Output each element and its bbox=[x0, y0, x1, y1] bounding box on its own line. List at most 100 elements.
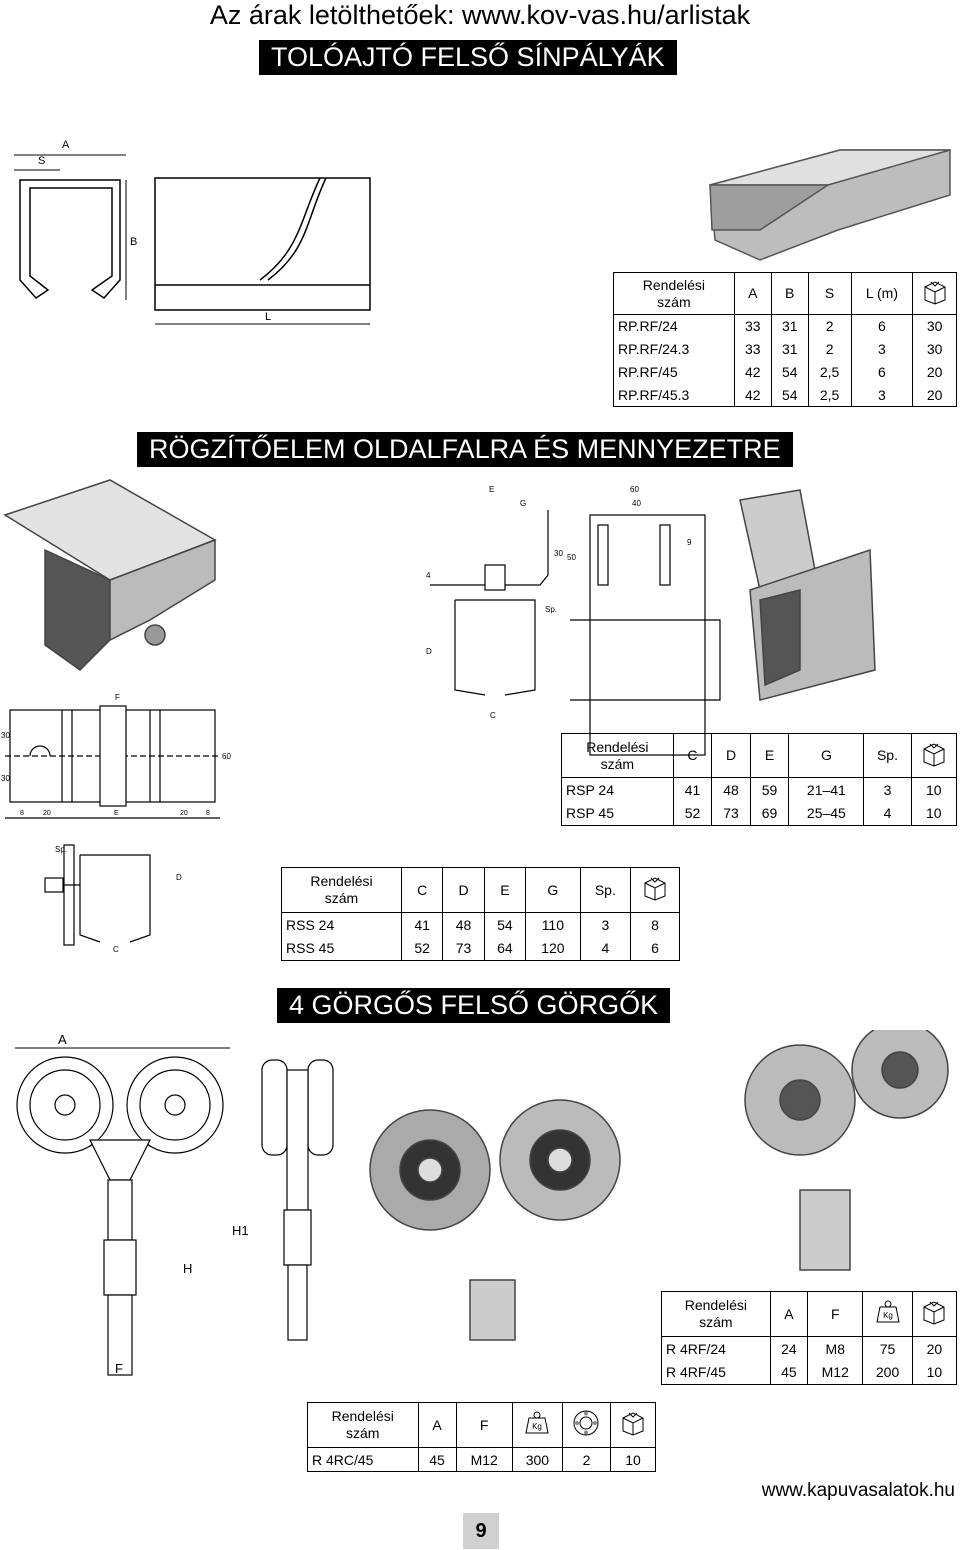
dim-a2-label: A bbox=[58, 1032, 67, 1047]
package-icon bbox=[911, 1291, 958, 1337]
dim-8b-label: 8 bbox=[206, 810, 210, 817]
dim-e2-label: E bbox=[114, 810, 119, 817]
col-sp-header: Sp. bbox=[579, 867, 632, 913]
col-a-header: A bbox=[769, 1291, 809, 1337]
roller-drawings: A H1 H F bbox=[15, 1030, 949, 1376]
dim-30-label: 30 bbox=[554, 549, 563, 558]
svg-text:Kg: Kg bbox=[883, 1311, 893, 1320]
dim-20a-label: 20 bbox=[43, 810, 51, 817]
col-d-header: D bbox=[711, 733, 751, 778]
wall-bracket-3d-image bbox=[3, 479, 217, 671]
bearing-icon bbox=[561, 1402, 612, 1448]
dim-l-label: L bbox=[265, 311, 271, 323]
dim-sp-label: Sp. bbox=[545, 605, 557, 614]
dim-30b-label: 30 bbox=[1, 774, 10, 783]
col-a-header: A bbox=[417, 1402, 457, 1448]
dim-8a-label: 8 bbox=[20, 810, 24, 817]
page-number: 9 bbox=[463, 1513, 499, 1549]
dim-h1-label: H1 bbox=[232, 1223, 249, 1238]
prices-link-text: Az árak letölthetőek: www.kov-vas.hu/arl… bbox=[209, 0, 751, 30]
dim-4-label: 4 bbox=[426, 571, 431, 580]
dim-e-label: E bbox=[489, 485, 494, 494]
col-d-header: D bbox=[442, 867, 485, 913]
weight-icon: Kg bbox=[511, 1402, 563, 1448]
rail-profile-drawing bbox=[14, 154, 127, 300]
dim-c-label: C bbox=[490, 711, 496, 720]
col-f-header: F bbox=[455, 1402, 513, 1448]
section-title-rails: TOLÓAJTÓ FELSŐ SÍNPÁLYÁK bbox=[259, 40, 677, 75]
col-g-header: G bbox=[788, 733, 865, 778]
dim-d-label: D bbox=[426, 647, 432, 656]
dim-20b-label: 20 bbox=[180, 810, 188, 817]
footer-website: www.kapuvasalatok.hu bbox=[761, 1480, 955, 1501]
dim-h-label: H bbox=[183, 1261, 192, 1276]
col-l-header: L (m) bbox=[850, 272, 914, 315]
col-e-header: E bbox=[483, 867, 527, 913]
col-e-header: E bbox=[749, 733, 790, 778]
dim-40-label: 40 bbox=[632, 499, 641, 508]
rail-3d-image bbox=[709, 149, 951, 261]
dim-f-label: F bbox=[115, 693, 120, 702]
dim-sp2-label: Sp. bbox=[55, 845, 67, 854]
rss-drawing: Sp. D C bbox=[44, 844, 182, 954]
col-a-header: A bbox=[733, 272, 772, 315]
col-c-header: C bbox=[672, 733, 713, 778]
package-icon bbox=[630, 867, 680, 913]
mount-drawings: E G 60 40 30 50 9 4 Sp. D C F 30 30 60 8… bbox=[1, 479, 876, 819]
package-icon bbox=[912, 272, 957, 315]
dim-s-label: S bbox=[38, 155, 45, 167]
col-b-header: B bbox=[770, 272, 809, 315]
mount-technical-drawing bbox=[430, 510, 721, 756]
top-plan-drawing bbox=[5, 705, 220, 819]
col-g-header: G bbox=[525, 867, 581, 913]
dim-g-label: G bbox=[520, 499, 526, 508]
ceiling-bracket-3d-image bbox=[739, 489, 876, 701]
rail-side-drawing bbox=[154, 177, 371, 325]
weight-icon: Kg bbox=[862, 1291, 913, 1337]
dim-f2-label: F bbox=[115, 1361, 123, 1376]
roller-front-drawing bbox=[16, 1056, 224, 1376]
rail-drawings: A S B L bbox=[14, 139, 951, 325]
dim-30a-label: 30 bbox=[1, 731, 10, 740]
svg-text:Kg: Kg bbox=[532, 1422, 542, 1431]
package-icon bbox=[610, 1402, 656, 1448]
roller-side-drawing bbox=[261, 1059, 334, 1341]
dim-60-label: 60 bbox=[630, 485, 639, 494]
section-title-mounts: RÖGZÍTŐELEM OLDALFALRA ÉS MENNYEZETRE bbox=[137, 432, 793, 467]
dim-9-label: 9 bbox=[687, 538, 692, 547]
package-icon bbox=[910, 733, 957, 778]
dim-d2-label: D bbox=[176, 873, 182, 882]
col-sp-header: Sp. bbox=[863, 733, 912, 778]
dim-a-label: A bbox=[62, 139, 70, 151]
dim-b-label: B bbox=[130, 236, 137, 248]
dim-60b-label: 60 bbox=[222, 752, 231, 761]
dim-50-label: 50 bbox=[567, 553, 576, 562]
section-title-rollers: 4 GÖRGŐS FELSŐ GÖRGŐK bbox=[277, 988, 671, 1023]
dim-c2-label: C bbox=[113, 945, 119, 954]
col-f-header: F bbox=[807, 1291, 864, 1337]
col-c-header: C bbox=[400, 867, 444, 913]
roller-3d-image bbox=[369, 1030, 949, 1341]
col-s-header: S bbox=[807, 272, 852, 315]
